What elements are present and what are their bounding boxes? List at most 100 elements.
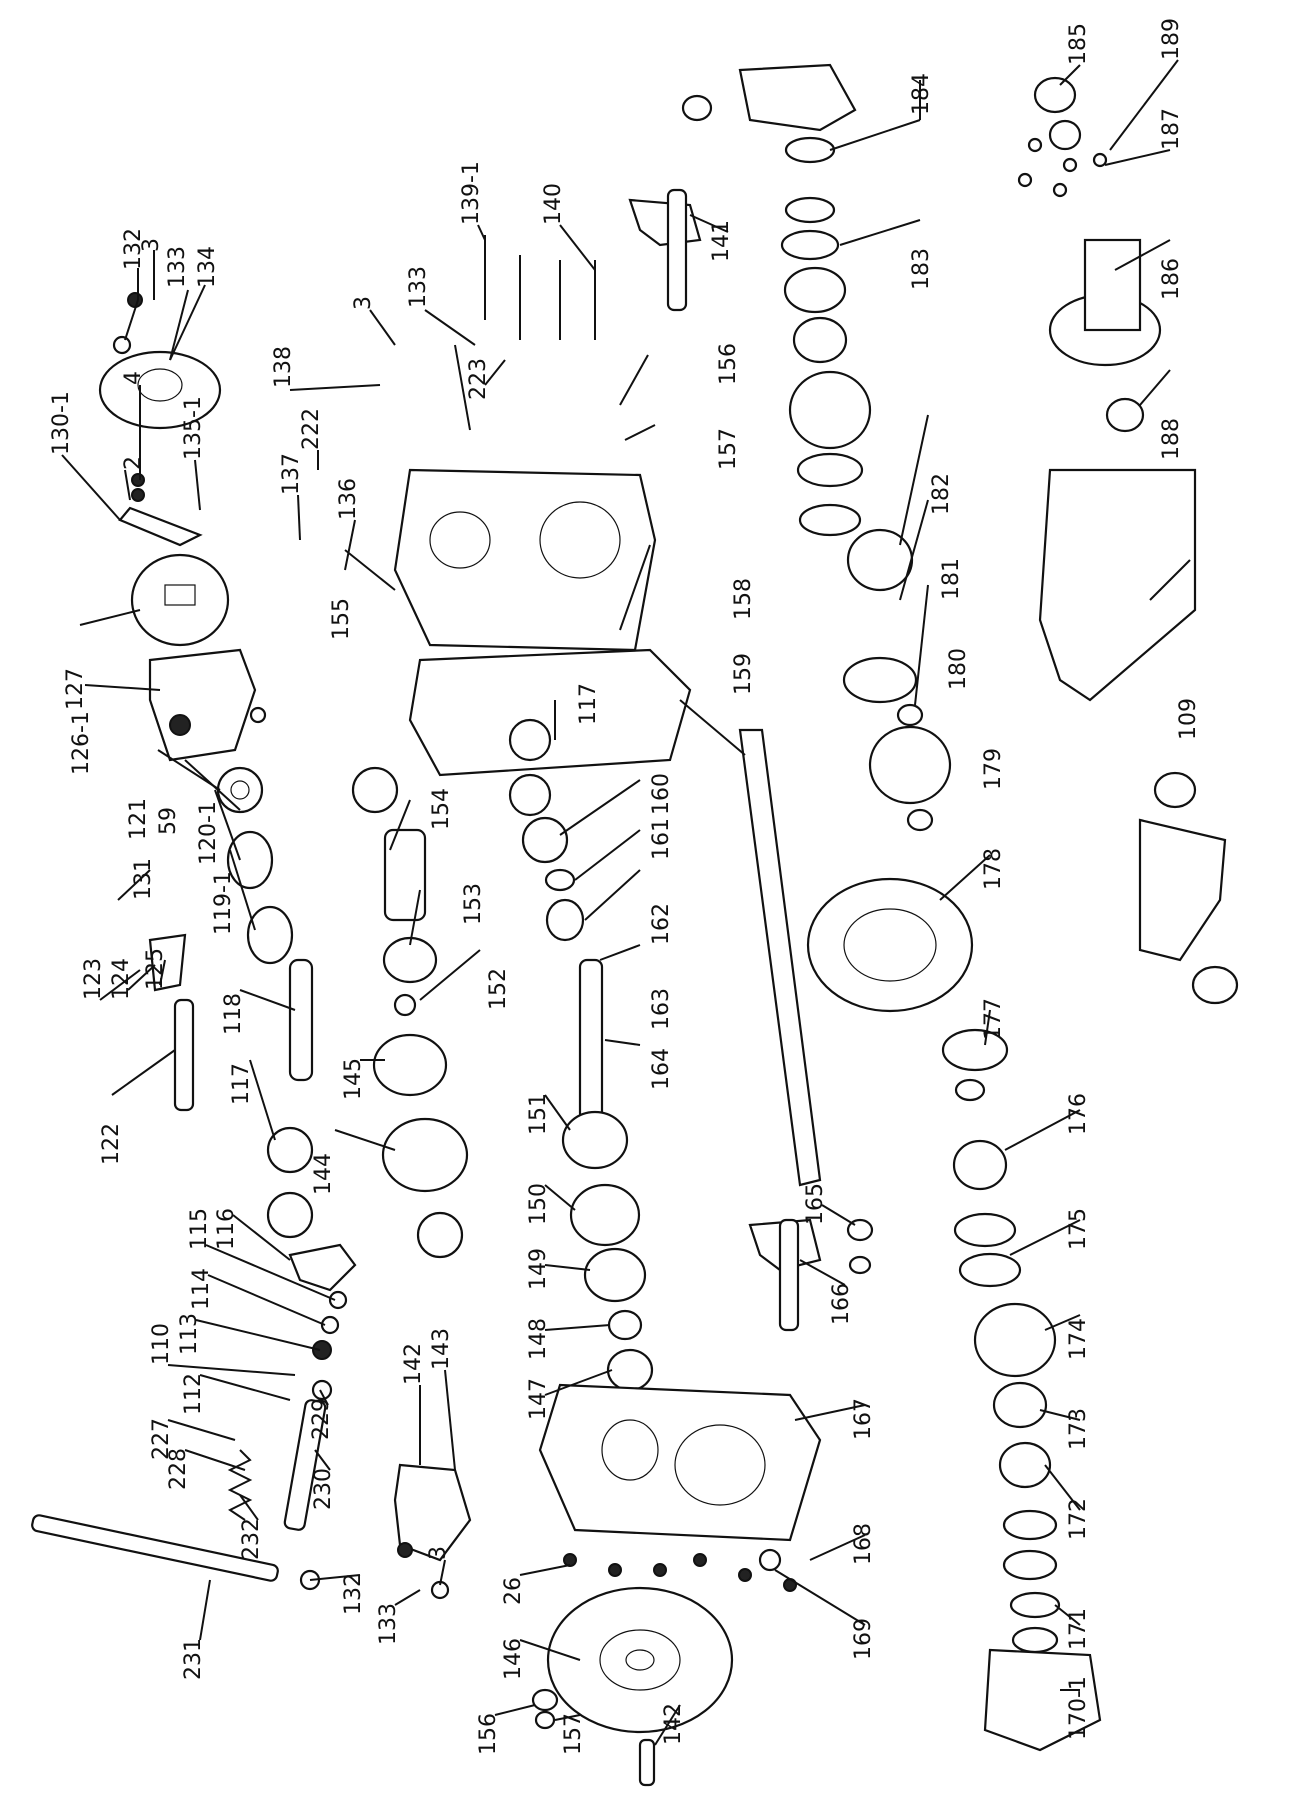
label-130-1: 130-1 [49,391,74,455]
label-154: 154 [429,788,454,830]
label-146: 146 [501,1638,526,1680]
label-228: 228 [166,1448,191,1490]
label-59: 59 [156,807,181,835]
label-163: 163 [649,988,674,1030]
label-157: 157 [716,428,741,470]
label-132: 132 [341,1573,366,1615]
label-122: 122 [99,1123,124,1165]
label-165: 165 [803,1183,828,1225]
label-169: 169 [851,1618,876,1660]
label-116: 116 [214,1208,239,1250]
label-189: 189 [1159,18,1184,60]
label-230: 230 [311,1468,336,1510]
label-156: 156 [716,343,741,385]
gear-178 [806,877,974,1013]
shaft-159 [738,728,822,1187]
label-3: 3 [139,238,164,252]
label-174: 174 [1066,1318,1091,1360]
label-120-1: 120-1 [196,801,221,865]
brake-drum-127 [130,553,230,647]
label-172: 172 [1066,1498,1091,1540]
label-160: 160 [649,773,674,815]
label-156: 156 [476,1713,501,1755]
label-150: 150 [526,1183,551,1225]
label-2: 2 [121,456,146,470]
label-167: 167 [851,1398,876,1440]
label-135-1: 135-1 [181,396,206,460]
label-151: 151 [526,1093,551,1135]
label-138: 138 [271,346,296,388]
label-127: 127 [63,668,88,710]
label-26: 26 [501,1577,526,1605]
label-223: 223 [466,358,491,400]
label-183: 183 [909,248,934,290]
parts-layer [31,63,1239,1787]
label-133: 133 [376,1603,401,1645]
label-162: 162 [649,903,674,945]
label-185: 185 [1066,23,1091,65]
label-134: 134 [195,246,220,288]
plate-126-1 [148,648,257,762]
label-173: 173 [1066,1408,1091,1450]
label-181: 181 [939,558,964,600]
label-113: 113 [177,1313,202,1355]
gasket-158 [408,648,692,777]
label-133: 133 [165,246,190,288]
label-145: 145 [341,1058,366,1100]
label-187: 187 [1159,108,1184,150]
label-178: 178 [981,848,1006,890]
label-149: 149 [526,1248,551,1290]
label-125: 125 [143,948,168,990]
housing-167 [538,1383,822,1542]
label-152: 152 [486,968,511,1010]
label-186: 186 [1159,258,1184,300]
housing-155 [393,468,657,652]
label-114: 114 [189,1268,214,1310]
label-139-1: 139-1 [459,161,484,225]
label-123: 123 [81,958,106,1000]
label-110: 110 [149,1323,174,1365]
label-117: 117 [576,683,601,725]
label-179: 179 [981,748,1006,790]
label-133: 133 [406,266,431,308]
label-159: 159 [731,653,756,695]
label-171: 171 [1066,1608,1091,1650]
label-184: 184 [909,73,934,115]
label-3: 3 [426,1546,451,1560]
label-143: 143 [429,1328,454,1370]
label-121: 121 [126,798,151,840]
label-229: 229 [309,1398,334,1440]
label-182: 182 [929,473,954,515]
label-157: 157 [561,1713,586,1755]
label-158: 158 [731,578,756,620]
label-231: 231 [181,1638,206,1680]
label-147: 147 [526,1378,551,1420]
label-115: 115 [187,1208,212,1250]
label-232: 232 [239,1518,264,1560]
leader-lines [61,59,1191,1746]
label-177: 177 [981,998,1006,1040]
label-222: 222 [299,408,324,450]
label-136: 136 [336,478,361,520]
label-109: 109 [1176,698,1201,740]
lever-130-1 [118,506,203,547]
label-141: 141 [709,220,734,262]
label-142: 142 [401,1343,426,1385]
label-126-1: 126-1 [69,711,94,775]
label-144: 144 [311,1153,336,1195]
label-118: 118 [221,993,246,1035]
label-117: 117 [229,1063,254,1105]
label-168: 168 [851,1523,876,1565]
label-175: 175 [1066,1208,1091,1250]
label-155: 155 [329,598,354,640]
callout-labels: 132 3 133 134 4 2 130-1 135-1 138 3 222 … [49,18,1201,1755]
label-132: 132 [121,228,146,270]
label-140: 140 [541,183,566,225]
label-131: 131 [131,858,156,900]
label-3: 3 [351,296,376,310]
label-188: 188 [1159,418,1184,460]
label-124: 124 [109,958,134,1000]
label-112: 112 [181,1373,206,1415]
label-148: 148 [526,1318,551,1360]
label-227: 227 [149,1418,174,1460]
